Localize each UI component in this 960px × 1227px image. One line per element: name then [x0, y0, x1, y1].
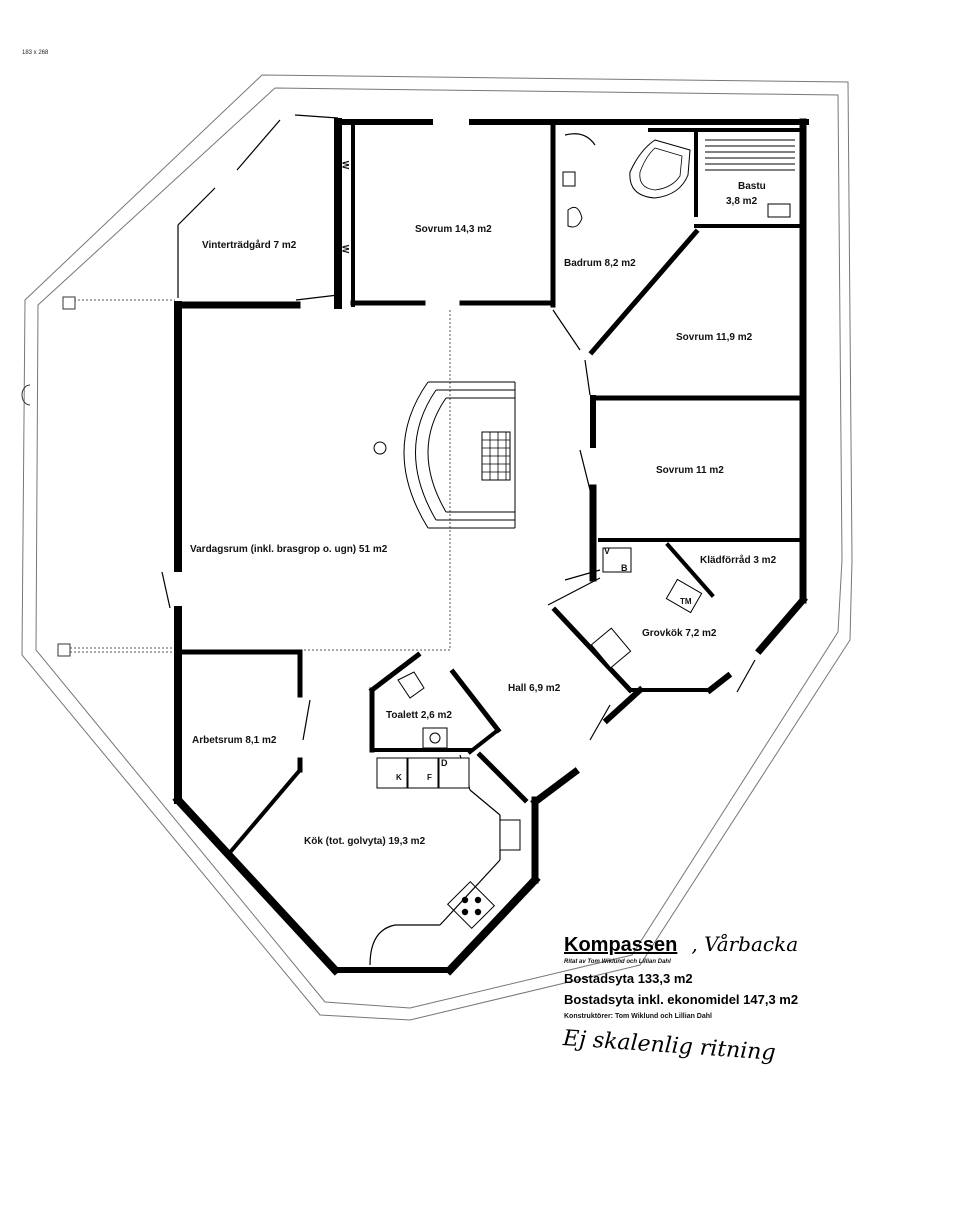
bathtub-inner [639, 147, 683, 191]
fixture-label-w: W [340, 244, 351, 254]
designed-by: Ritat av Tom Wiklund och Lillian Dahl [564, 959, 671, 965]
room-label-badrum: Badrum 8,2 m2 [564, 258, 636, 269]
garden-marker [21, 384, 31, 406]
washbasin [562, 171, 576, 187]
toilet [567, 206, 583, 228]
appliance-f [407, 757, 439, 789]
fixture-label-v: V [604, 546, 611, 556]
living-area: Bostadsyta 133,3 m2 [564, 971, 693, 986]
room-label-toalett: Toalett 2,6 m2 [386, 710, 452, 721]
fixture-label-b: B [621, 563, 628, 573]
room-label-sovrum-3: Sovrum 11 m2 [656, 465, 724, 476]
title-block: Kompassen , Vårbacka Ritat av Tom Wiklund… [562, 932, 894, 1066]
dryer-box [665, 578, 703, 614]
plan-title: Kompassen [564, 934, 678, 956]
plan-place: , Vårbacka [691, 932, 799, 956]
stove-outline [446, 880, 496, 930]
stove-hob [461, 896, 482, 916]
fixture-label-tm: TM [680, 597, 692, 606]
lamp-marker [373, 441, 387, 455]
corner-reference: 183 x 268 [22, 50, 49, 56]
room-label-sovrum-1: Sovrum 14,3 m2 [415, 224, 492, 235]
room-label-kok: Kök (tot. golvyta) 19,3 m2 [304, 836, 426, 847]
sauna-stove [767, 203, 791, 218]
fixture-label-f: F [427, 773, 432, 782]
sauna-bench [705, 139, 795, 171]
terrace-lines [70, 299, 451, 653]
constructors: Konstruktörer: Tom Wiklund och Lillian D… [564, 1013, 712, 1020]
post-marker [62, 296, 76, 310]
room-label-sovrum-2: Sovrum 11,9 m2 [676, 332, 753, 343]
appliance-k [376, 757, 408, 789]
room-label-hall: Hall 6,9 m2 [508, 683, 561, 694]
bathtub [629, 139, 691, 199]
room-label-vinterstradgard: Vinterträdgård 7 m2 [202, 240, 297, 251]
fixture-label-k: K [396, 773, 402, 782]
room-label-bastu: Bastu [738, 181, 766, 192]
room-label-vardagsrum: Vardagsrum (inkl. brasgrop o. ugn) 51 m2 [190, 544, 388, 555]
laundry-sink [590, 627, 632, 669]
wc-basin-drain [429, 732, 441, 744]
wc-toilet [397, 671, 425, 699]
kitchen-sink [499, 819, 521, 851]
fireplace-sunken-seating [403, 381, 516, 529]
walls [172, 118, 809, 976]
fixture-box [602, 547, 632, 573]
living-area-incl-utility: Bostadsyta inkl. ekonomidel 147,3 m2 [564, 992, 799, 1007]
appliance-d [438, 757, 470, 789]
plot-boundary [21, 74, 853, 1021]
post-marker [57, 643, 71, 657]
room-label-grovkok: Grovkök 7,2 m2 [642, 628, 717, 639]
room-label-bastu-area: 3,8 m2 [726, 196, 758, 207]
fixture-label-w: W [340, 160, 351, 170]
fixture-label-d: D [441, 758, 448, 768]
room-label-arbetsrum: Arbetsrum 8,1 m2 [192, 735, 277, 746]
room-label-kladforrad: Klädförråd 3 m2 [700, 555, 777, 566]
fireplace-hatch [482, 432, 510, 480]
